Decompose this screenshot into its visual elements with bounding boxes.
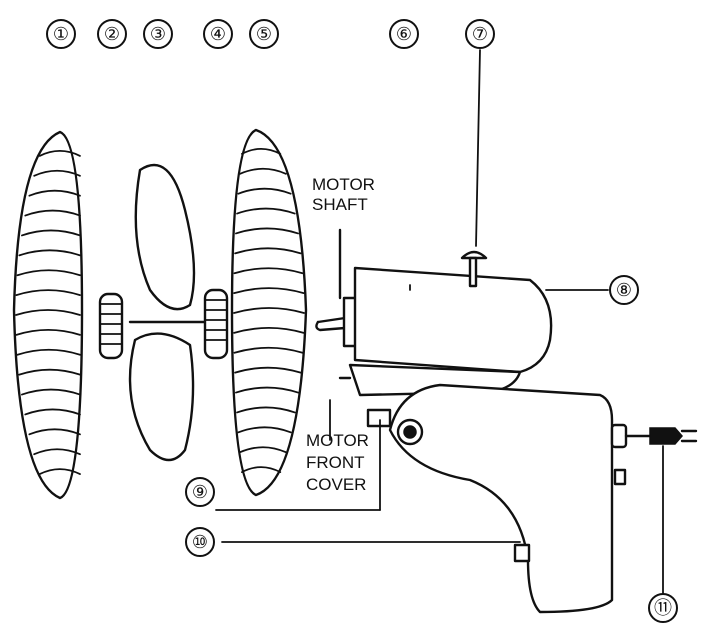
- grille-rib: [237, 187, 292, 195]
- grille-rib: [33, 169, 81, 177]
- grille-rib: [15, 289, 81, 297]
- grille-rib: [24, 408, 81, 416]
- callout-3: ③: [143, 19, 173, 49]
- grille-rib: [241, 147, 282, 155]
- oscillation-knob: [460, 250, 488, 288]
- front-grille: [12, 130, 84, 500]
- callout-2: ②: [97, 19, 127, 49]
- callout-11: ⑪: [648, 593, 678, 623]
- grille-rib: [241, 466, 282, 474]
- grille-rib: [239, 446, 287, 454]
- grille-rib: [28, 428, 81, 436]
- grille-rib: [28, 189, 81, 197]
- callout-7: ⑦: [465, 19, 495, 49]
- grille-rib: [233, 327, 305, 334]
- motor-front-cover-label-line2: FRONT: [306, 453, 365, 472]
- grille-rib: [15, 309, 81, 316]
- grille-rib: [235, 386, 299, 394]
- callout-6-label: ⑥: [396, 24, 412, 44]
- motor-front-cover-label: MOTOR FRONT COVER: [306, 431, 369, 494]
- spinner-nut: [98, 292, 124, 360]
- motor-shaft-label: MOTOR SHAFT: [312, 175, 375, 214]
- grille-rib: [236, 207, 296, 215]
- grille-rib: [18, 249, 81, 257]
- callout-3-label: ③: [150, 24, 166, 44]
- motor-shaft-label-line2: SHAFT: [312, 195, 368, 214]
- grille-rib: [237, 426, 292, 434]
- grille-rib: [233, 346, 304, 354]
- grille-rib: [233, 307, 305, 314]
- grille-rib: [234, 247, 302, 255]
- leader-lines: [215, 49, 664, 597]
- grille-rib: [16, 348, 81, 356]
- motor-shaft-label-line1: MOTOR: [312, 175, 375, 194]
- callout-6: ⑥: [389, 19, 419, 49]
- grille-rib: [236, 406, 296, 414]
- grille-rib: [233, 267, 304, 275]
- callout-2-label: ②: [104, 24, 120, 44]
- rear-grille: [230, 128, 308, 497]
- callout-9-label: ⑨: [192, 482, 208, 502]
- callout-1-label: ①: [53, 24, 69, 44]
- callout-1: ①: [46, 19, 76, 49]
- callout-7-label: ⑦: [472, 24, 488, 44]
- callout-4-label: ④: [210, 24, 226, 44]
- callout-5: ⑤: [249, 19, 279, 49]
- grille-rib: [234, 366, 302, 374]
- motor-shaft: [315, 228, 347, 332]
- grille-rib: [235, 227, 299, 235]
- callout-9: ⑨: [185, 477, 215, 507]
- callout-4: ④: [203, 19, 233, 49]
- grille-rib: [24, 209, 81, 217]
- power-cord-plug: [624, 427, 698, 445]
- callout-10: ⑩: [185, 527, 215, 557]
- callout-11-label: ⑪: [654, 598, 672, 618]
- grille-rib: [239, 167, 287, 175]
- grille-rib: [233, 287, 305, 295]
- grille-rib: [18, 368, 81, 376]
- callout-5-label: ⑤: [256, 24, 272, 44]
- callout-10-label: ⑩: [192, 532, 208, 552]
- motor-front-cover-label-line1: MOTOR: [306, 431, 369, 450]
- grille-rib: [21, 229, 81, 237]
- grille-rib: [38, 468, 81, 476]
- callout-8-label: ⑧: [616, 280, 632, 300]
- grille-rib: [33, 448, 81, 456]
- motor-housing: [338, 266, 553, 397]
- callout-8: ⑧: [609, 275, 639, 305]
- grille-rib: [15, 329, 81, 336]
- motor-front-cover-label-line3: COVER: [306, 475, 366, 494]
- grille-rib: [16, 269, 81, 277]
- fan-base-stand: [366, 383, 628, 614]
- grille-rib: [21, 388, 81, 396]
- fan-blade: [128, 163, 207, 462]
- grille-rib: [38, 149, 81, 157]
- blade-hub-nut: [203, 288, 229, 360]
